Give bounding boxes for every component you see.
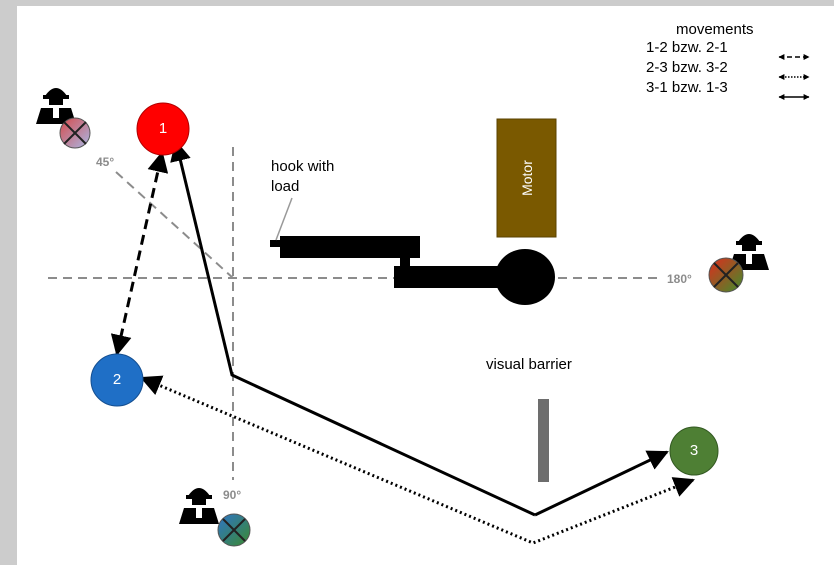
diagonal-45-guide-line: [115, 171, 234, 279]
barrier-label: visual barrier: [486, 356, 572, 373]
legend-title: movements: [676, 21, 754, 38]
node-2: [90, 353, 144, 407]
hook-label-line-1: hook with: [271, 158, 335, 175]
node-3: [669, 426, 719, 476]
legend-item-solid: 3-1 bzw. 1-3: [646, 79, 728, 96]
worker-90-icon: [179, 488, 251, 547]
crane-hook-tip: [270, 240, 284, 247]
worker-45-icon: [36, 88, 91, 149]
angle-180-label: 180°: [667, 272, 692, 286]
visual-barrier: [538, 399, 549, 482]
hook-label-line-2: load: [271, 178, 300, 195]
path-2-3-dotted: [140, 375, 695, 545]
legend-item-dashed: 1-2 bzw. 2-1: [646, 39, 728, 56]
movement-nodes: [90, 102, 719, 476]
angle-90-label: 90°: [223, 488, 242, 502]
crane-pivot: [495, 249, 555, 305]
movement-paths: [110, 139, 695, 545]
node-2-label: 2: [112, 371, 122, 388]
crane-connector: [400, 256, 410, 268]
node-1: [136, 102, 190, 156]
worker-180-icon: [708, 234, 769, 293]
node-1-label: 1: [158, 120, 168, 137]
angle-45-label: 45°: [96, 155, 115, 169]
path-3-1-solid-end: [534, 450, 669, 517]
crane-jib: [280, 236, 420, 258]
node-3-label: 3: [689, 442, 699, 459]
path-3-1-solid: [170, 139, 536, 517]
legend-samples: [778, 54, 810, 100]
hook-pointer-line: [275, 197, 293, 241]
legend-item-dotted: 2-3 bzw. 3-2: [646, 59, 728, 76]
motor-label: Motor: [519, 160, 535, 196]
crane-arm: [394, 266, 524, 288]
motor-block: [496, 118, 557, 238]
path-1-2-dashed: [110, 150, 169, 357]
crane: [270, 197, 555, 305]
